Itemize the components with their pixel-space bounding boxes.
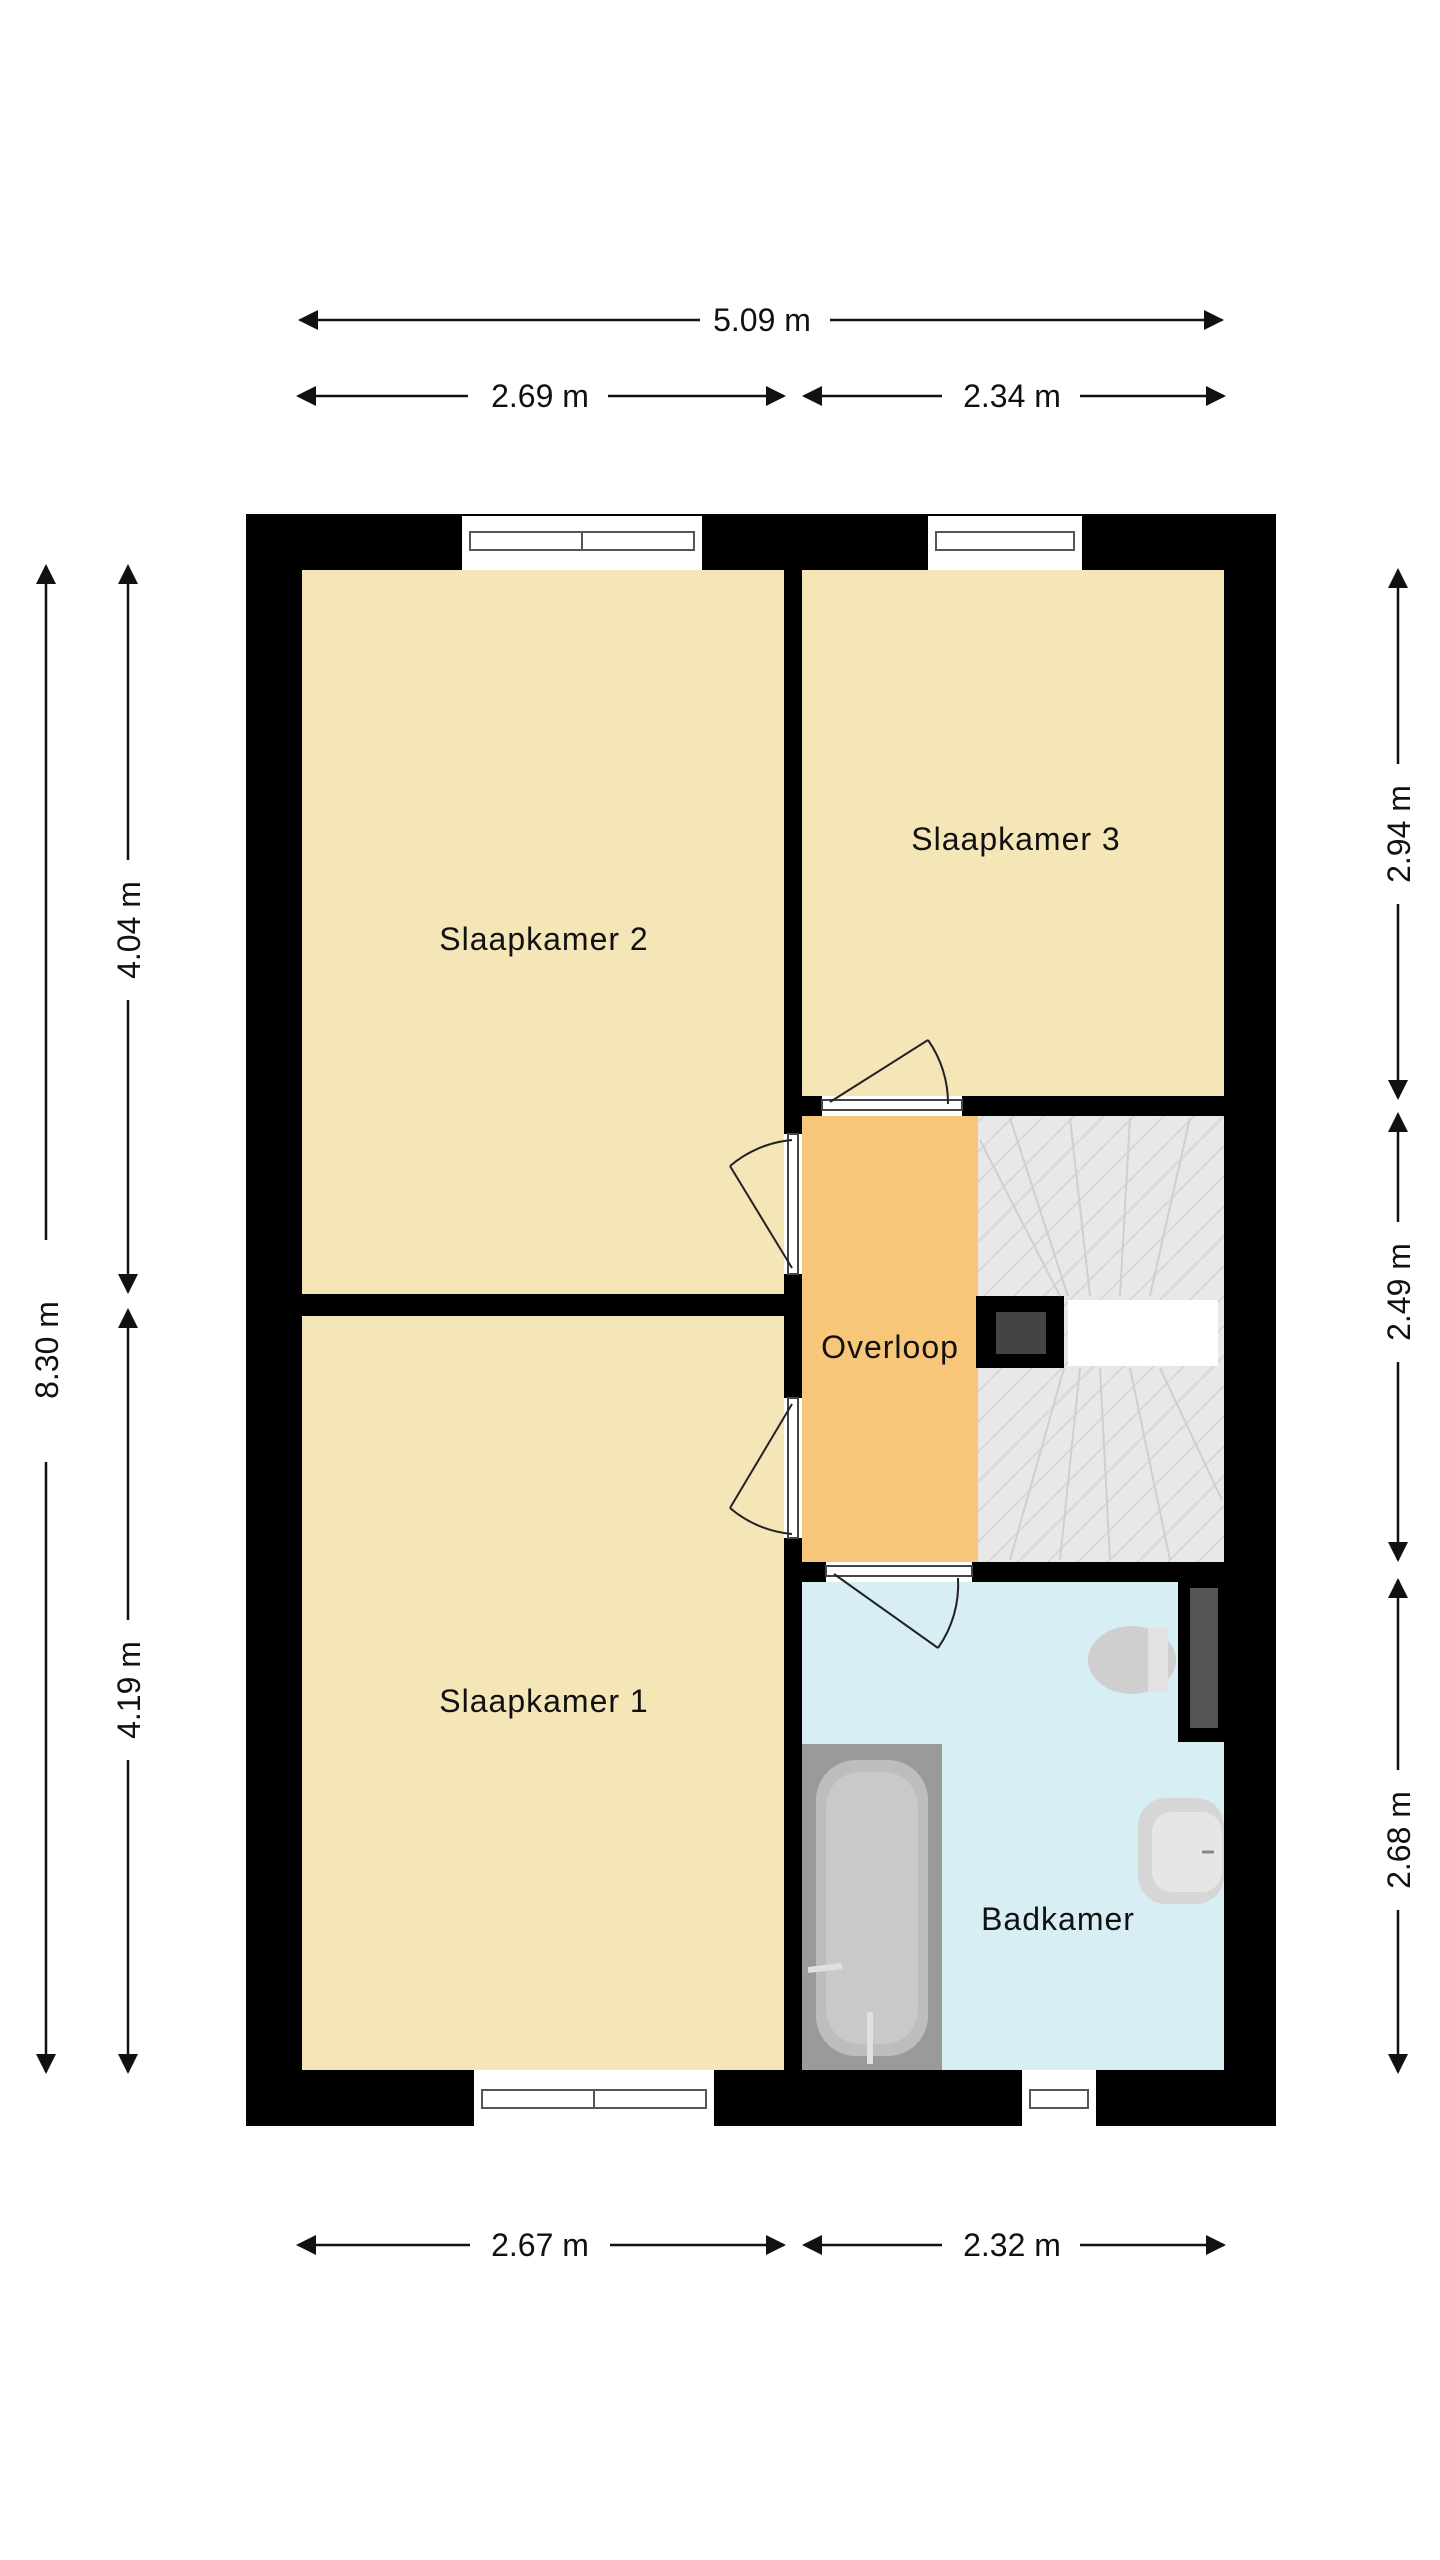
window-badkamer [1022, 2070, 1096, 2126]
room-label-slaapkamer-3: Slaapkamer 3 [911, 821, 1120, 857]
dimension-bottom-left: 2.67 m [296, 2227, 786, 2263]
dimension-label-top-left: 2.69 m [491, 378, 589, 414]
bathtub [802, 1744, 942, 2070]
stair-opening [1068, 1300, 1218, 1366]
room-label-slaapkamer-2: Slaapkamer 2 [439, 921, 648, 957]
dimension-right-upper: 2.94 m [1381, 568, 1417, 1100]
dimension-label-top-total: 5.09 m [713, 302, 811, 338]
dimension-label-left-lower: 4.19 m [111, 1641, 147, 1739]
room-label-slaapkamer-1: Slaapkamer 1 [439, 1683, 648, 1719]
dimension-right-lower: 2.68 m [1381, 1578, 1417, 2074]
dimension-label-bottom-left: 2.67 m [491, 2227, 589, 2263]
room-label-badkamer: Badkamer [981, 1901, 1135, 1937]
dimension-label-left-total: 8.30 m [29, 1301, 65, 1399]
dimension-left-upper: 4.04 m [111, 564, 147, 1294]
door-slaapkamer-3 [821, 1039, 963, 1116]
room-slaapkamer-1 [302, 1316, 784, 2070]
room-slaapkamer-2 [302, 570, 784, 1294]
window-slaapkamer-1 [474, 2070, 714, 2126]
window-slaapkamer-3 [928, 516, 1082, 570]
dimension-bottom-right: 2.32 m [802, 2227, 1226, 2263]
dimension-right-middle: 2.49 m [1381, 1112, 1417, 1562]
stairs [976, 1117, 1223, 1561]
toilet-icon [1088, 1582, 1224, 1742]
room-overloop [802, 1116, 1008, 1562]
dimension-top-right: 2.34 m [802, 378, 1226, 414]
dimension-top-total: 5.09 m [298, 302, 1224, 338]
dimension-label-bottom-right: 2.32 m [963, 2227, 1061, 2263]
dimension-left-total: 8.30 m [29, 564, 65, 2074]
dimension-label-top-right: 2.34 m [963, 378, 1061, 414]
dimension-label-right-upper: 2.94 m [1381, 785, 1417, 883]
dimension-label-left-upper: 4.04 m [111, 881, 147, 979]
dimension-label-right-lower: 2.68 m [1381, 1791, 1417, 1889]
dimension-left-lower: 4.19 m [111, 1308, 147, 2074]
room-label-overloop: Overloop [821, 1329, 959, 1365]
dimension-top-left: 2.69 m [296, 378, 786, 414]
stair-treads [979, 1117, 1223, 1561]
door-slaapkamer-2 [729, 1133, 802, 1275]
window-slaapkamer-2 [462, 516, 702, 570]
sink-icon [1138, 1798, 1224, 1904]
dimension-label-right-middle: 2.49 m [1381, 1243, 1417, 1341]
door-slaapkamer-1 [729, 1397, 802, 1539]
door-badkamer [825, 1562, 973, 1649]
room-slaapkamer-3 [802, 570, 1224, 1096]
stair-post-inner [996, 1312, 1046, 1354]
